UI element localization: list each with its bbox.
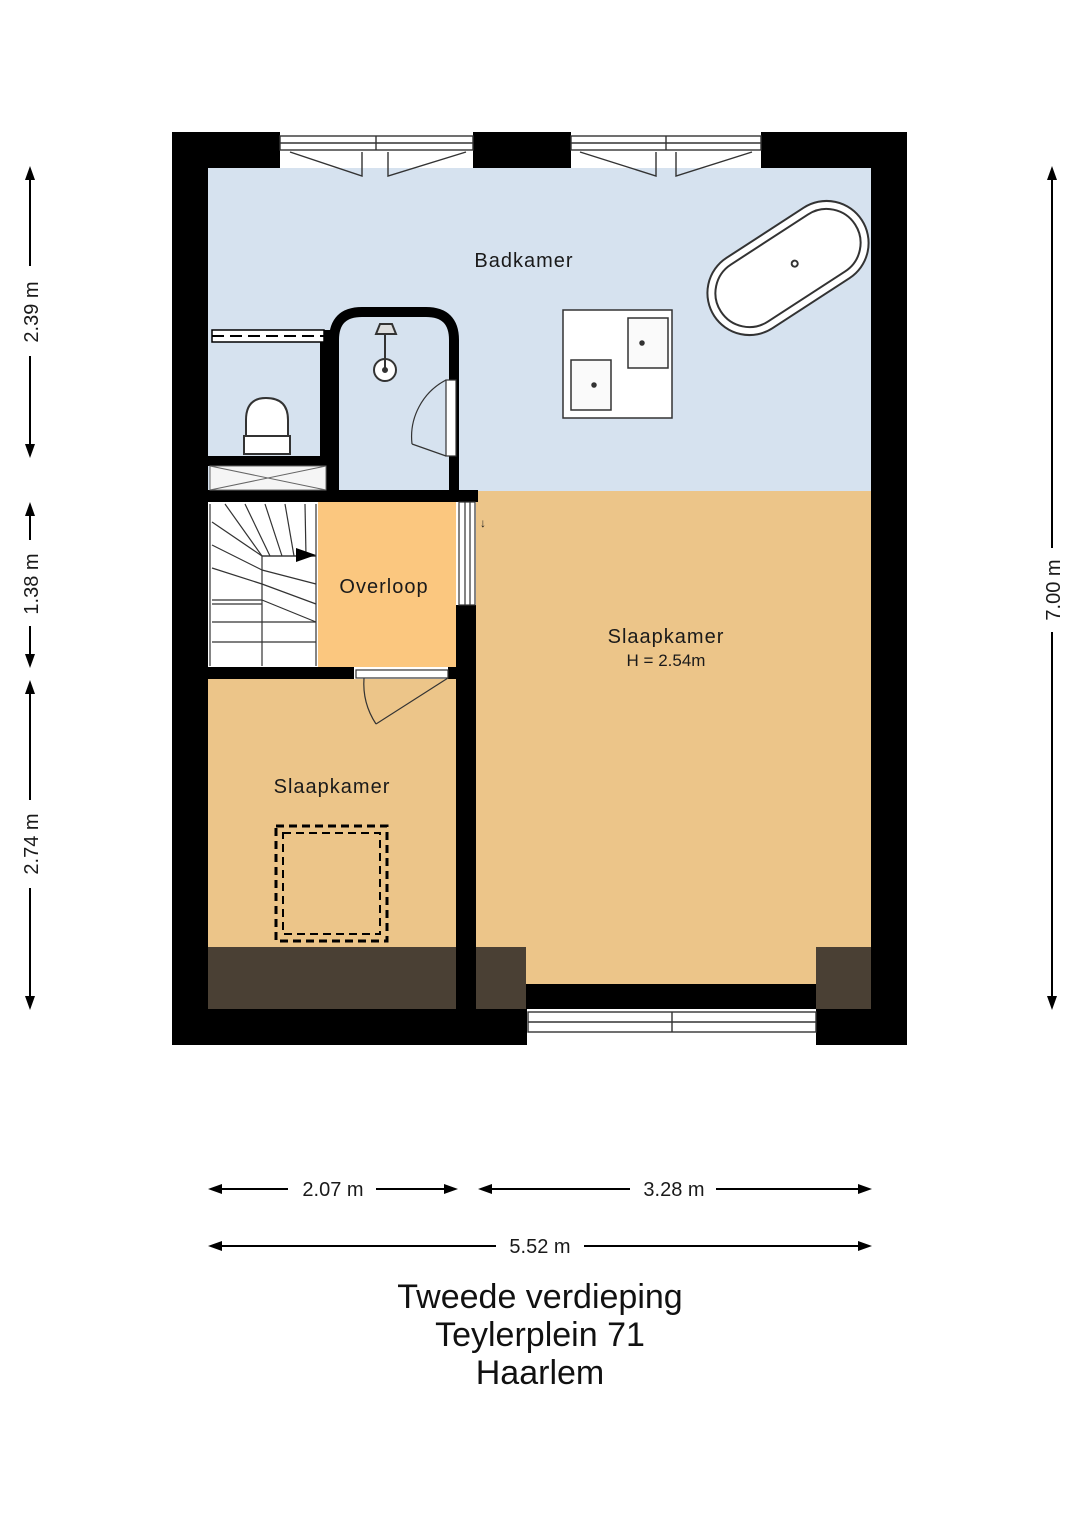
door-arrow-glyph: ↓ — [480, 516, 486, 530]
attic-hatch-inner — [282, 832, 381, 935]
room-height-bedroom-large: H = 2.54m — [627, 651, 706, 670]
bedroom-small-door — [355, 669, 449, 725]
bathtub-icon — [706, 199, 870, 337]
bottom-dimension-lines — [208, 1184, 872, 1251]
dim-left-bottom: 2.74 m — [21, 813, 43, 874]
shower-enclosure — [329, 307, 459, 492]
landing-area — [318, 502, 456, 667]
staircase — [209, 503, 317, 666]
room-label-bathroom: Badkamer — [474, 250, 573, 272]
shower-head-icon — [373, 323, 398, 382]
stair-direction-arrow-icon — [296, 548, 316, 562]
dim-left-middle: 1.38 m — [21, 553, 43, 614]
dim-bottom-total: 5.52 m — [509, 1236, 570, 1258]
interior-walls — [208, 330, 478, 1009]
toilet-icon — [243, 396, 291, 455]
shower-door — [410, 379, 457, 457]
vanity-unit — [562, 309, 673, 419]
wc-partition — [211, 329, 325, 343]
wc-ledge — [209, 465, 327, 491]
roof-zone-right — [816, 947, 871, 1009]
right-dimension-line — [1047, 166, 1057, 1010]
top-windows — [279, 135, 762, 177]
address-title: Teylerplein 71 — [435, 1316, 645, 1354]
dim-left-top: 2.39 m — [21, 281, 43, 342]
plan-title-block: Tweede verdieping Teylerplein 71 Haarlem — [0, 1278, 1080, 1392]
bedroom-large-area — [476, 491, 871, 1009]
attic-hatch — [274, 824, 389, 943]
dim-right-total: 7.00 m — [1043, 559, 1065, 620]
room-label-bedroom-large: Slaapkamer — [608, 626, 725, 648]
dim-bottom-left: 2.07 m — [302, 1179, 363, 1201]
left-dimension-lines — [25, 166, 35, 1010]
outer-walls — [172, 132, 907, 1045]
roof-zone-left — [208, 947, 526, 1009]
room-label-landing: Overloop — [339, 576, 428, 598]
room-label-bedroom-small: Slaapkamer — [274, 776, 391, 798]
city-title: Haarlem — [475, 1354, 605, 1392]
floor-title: Tweede verdieping — [397, 1278, 683, 1316]
bottom-window — [527, 1011, 817, 1033]
dim-bottom-right: 3.28 m — [643, 1179, 704, 1201]
sliding-door — [458, 501, 476, 606]
